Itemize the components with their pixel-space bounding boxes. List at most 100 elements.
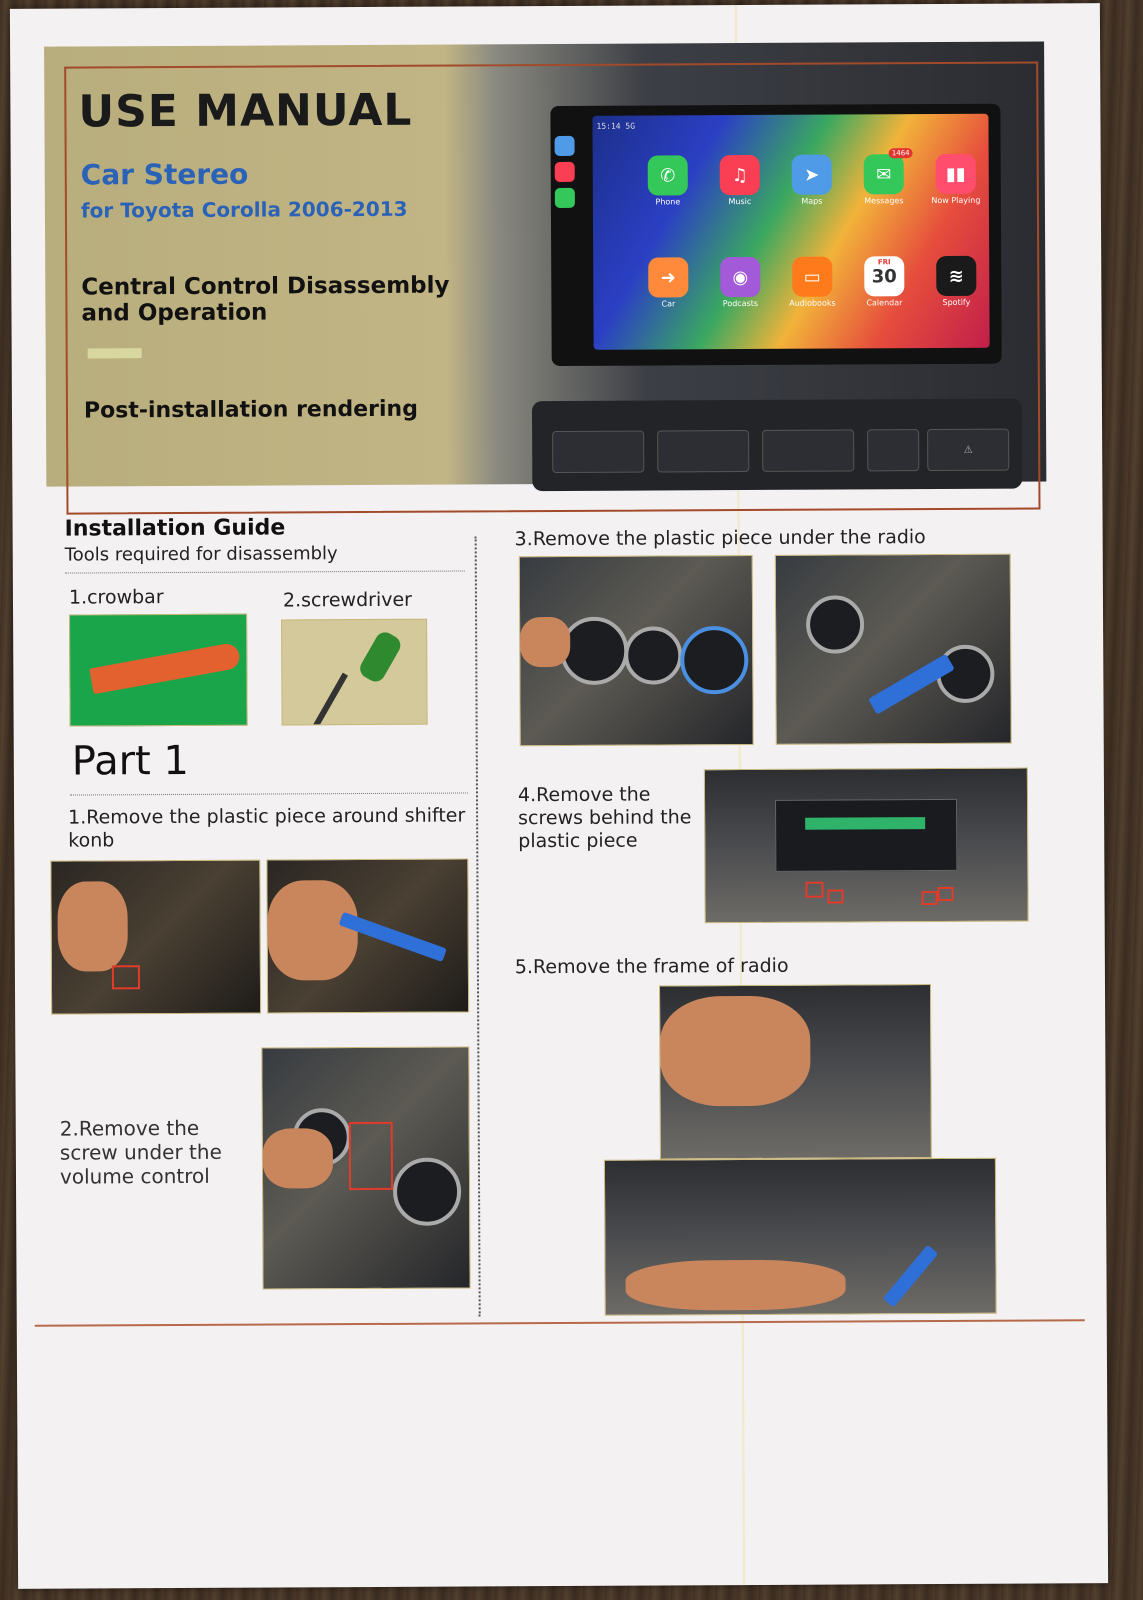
step-5-photo-a [658, 984, 932, 1160]
app-car[interactable]: ➜Car [643, 257, 693, 308]
console-button [762, 429, 855, 472]
app-label: Calendar [866, 298, 903, 308]
step-2-photo [261, 1046, 471, 1290]
radio-display [805, 817, 926, 830]
highlight-box [111, 965, 141, 990]
screw-marker [937, 886, 954, 902]
dash-console: ⚠ [531, 398, 1023, 492]
app-phone[interactable]: ✆Phone [643, 155, 693, 206]
manual-sheet: USE MANUAL Car Stereo for Toyota Corolla… [9, 3, 1109, 1589]
step-3-text: 3.Remove the plastic piece under the rad… [514, 526, 926, 551]
step-4-text: 4.Remove the screws behind the plastic p… [517, 783, 692, 852]
console-button [867, 429, 920, 472]
now-playing-icon: ▮▮ [935, 153, 976, 195]
step-3-photo-b [774, 553, 1012, 745]
screwdriver-shaft [313, 672, 348, 726]
app-label: Audiobooks [789, 298, 836, 308]
hazard-icon: ⚠ [927, 428, 1010, 472]
app-music[interactable]: ♫Music [715, 154, 765, 207]
dotted-rule [64, 570, 465, 574]
hvac-knob [392, 1157, 462, 1226]
tool-screwdriver-label: 2.screwdriver [282, 588, 413, 612]
maps-icon: ➤ [791, 154, 832, 195]
app-label: Messages [864, 196, 904, 206]
tools-heading: Tools required for disassembly [64, 543, 338, 566]
app-label: Podcasts [722, 298, 759, 309]
app-label: Car [661, 299, 676, 309]
tool-crowbar-label: 1.crowbar [68, 586, 164, 609]
stereo-screen: 15:14 5G ✆Phone ♫Music ➤Maps ✉Messages 1464 ▮… [550, 103, 1002, 367]
screwdriver-handle [356, 628, 404, 686]
messages-icon: ✉ [863, 154, 904, 195]
app-spotify[interactable]: ≋Spotify [931, 255, 981, 307]
hvac-knob [624, 626, 683, 685]
dock-phone-icon [554, 187, 575, 209]
dock-music-icon [554, 161, 575, 183]
phone-icon: ✆ [647, 155, 688, 196]
screw-marker [805, 881, 824, 898]
audiobooks-icon: ▭ [792, 256, 833, 297]
status-time: 15:14 [596, 121, 621, 131]
step-2-text: 2.Remove the screw under the volume cont… [59, 1115, 222, 1189]
app-now-playing[interactable]: ▮▮Now Playing [931, 153, 981, 205]
section-post-installation: Post-installation rendering [83, 396, 419, 424]
screw-marker [921, 891, 938, 906]
hand [267, 880, 358, 981]
app-label: Spotify [942, 297, 971, 307]
step-1-photo-a [50, 859, 262, 1015]
hand [520, 616, 571, 668]
installation-heading: Installation Guide [64, 515, 286, 542]
carplay-home: 15:14 5G ✆Phone ♫Music ➤Maps ✉Messages 1464 ▮… [592, 113, 990, 350]
footer-rule [34, 1319, 1085, 1327]
app-messages[interactable]: ✉Messages 1464 [859, 148, 913, 206]
product-model: for Toyota Corolla 2006-2013 [80, 196, 408, 223]
step-4-photo [703, 767, 1029, 924]
spotify-icon: ≋ [936, 255, 977, 297]
step-3-photo-a [518, 554, 754, 747]
app-label: Phone [655, 197, 681, 207]
divider-bar [87, 348, 142, 359]
step-1-text: 1.Remove the plastic piece around shifte… [68, 804, 466, 852]
column-divider [474, 536, 481, 1317]
dock-maps-icon [554, 135, 575, 157]
hvac-knob [805, 595, 865, 654]
radio-unit [775, 798, 958, 872]
section-central-control: Central Control Disassembly and Operatio… [81, 272, 450, 327]
dotted-rule [69, 792, 468, 796]
car-icon: ➜ [648, 257, 689, 298]
hand [625, 1259, 846, 1311]
step-5-text: 5.Remove the frame of radio [514, 954, 789, 979]
step-1-photo-b [266, 858, 470, 1014]
crowbar-photo [69, 613, 248, 727]
hand [262, 1128, 334, 1189]
notification-badge: 1464 [888, 148, 913, 159]
hand [660, 995, 811, 1107]
app-podcasts[interactable]: ◉Podcasts [715, 256, 765, 309]
console-button [657, 429, 750, 473]
hand [57, 881, 128, 972]
screwdriver-photo [281, 618, 428, 726]
product-name: Car Stereo [80, 157, 249, 192]
part-heading: Part 1 [71, 737, 190, 785]
hvac-knob [560, 616, 629, 685]
console-button [552, 430, 645, 474]
screw-marker [827, 889, 844, 904]
app-label: Music [728, 196, 752, 207]
app-audiobooks[interactable]: ▭Audiobooks [787, 256, 837, 308]
highlight-box [348, 1121, 394, 1191]
status-network: 5G [625, 121, 636, 131]
pry-tool [882, 1244, 939, 1308]
manual-title: USE MANUAL [78, 84, 413, 138]
app-grid: ✆Phone ♫Music ➤Maps ✉Messages 1464 ▮▮Now Play… [592, 114, 988, 308]
hvac-knob [680, 626, 749, 695]
screen-dock [554, 135, 579, 214]
status-bar: 15:14 5G [596, 122, 635, 131]
music-icon: ♫ [719, 154, 760, 196]
podcasts-icon: ◉ [720, 256, 761, 298]
app-label: Maps [801, 196, 823, 206]
app-maps[interactable]: ➤Maps [787, 154, 837, 206]
crowbar-tool-icon [89, 641, 242, 695]
calendar-day: FRI [877, 258, 891, 267]
step-5-photo-b [603, 1157, 997, 1316]
